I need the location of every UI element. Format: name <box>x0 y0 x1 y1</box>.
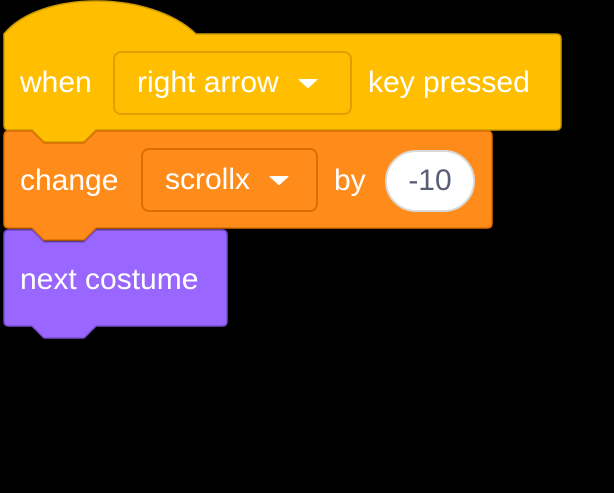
by-label: by <box>334 164 366 197</box>
key-dropdown[interactable]: right arrow <box>113 51 352 115</box>
change-label: change <box>20 164 119 197</box>
next-costume-label: next costume <box>20 263 199 296</box>
variable-dropdown-value: scrollx <box>165 163 251 196</box>
variable-dropdown[interactable]: scrollx <box>141 148 318 212</box>
key-pressed-label: key pressed <box>368 66 530 99</box>
when-label: when <box>20 66 92 99</box>
amount-input[interactable]: -10 <box>385 150 475 212</box>
dropdown-caret-icon <box>298 79 318 88</box>
next-costume-block-shape[interactable] <box>3 229 228 339</box>
dropdown-caret-icon <box>269 176 289 185</box>
key-dropdown-value: right arrow <box>137 66 279 99</box>
